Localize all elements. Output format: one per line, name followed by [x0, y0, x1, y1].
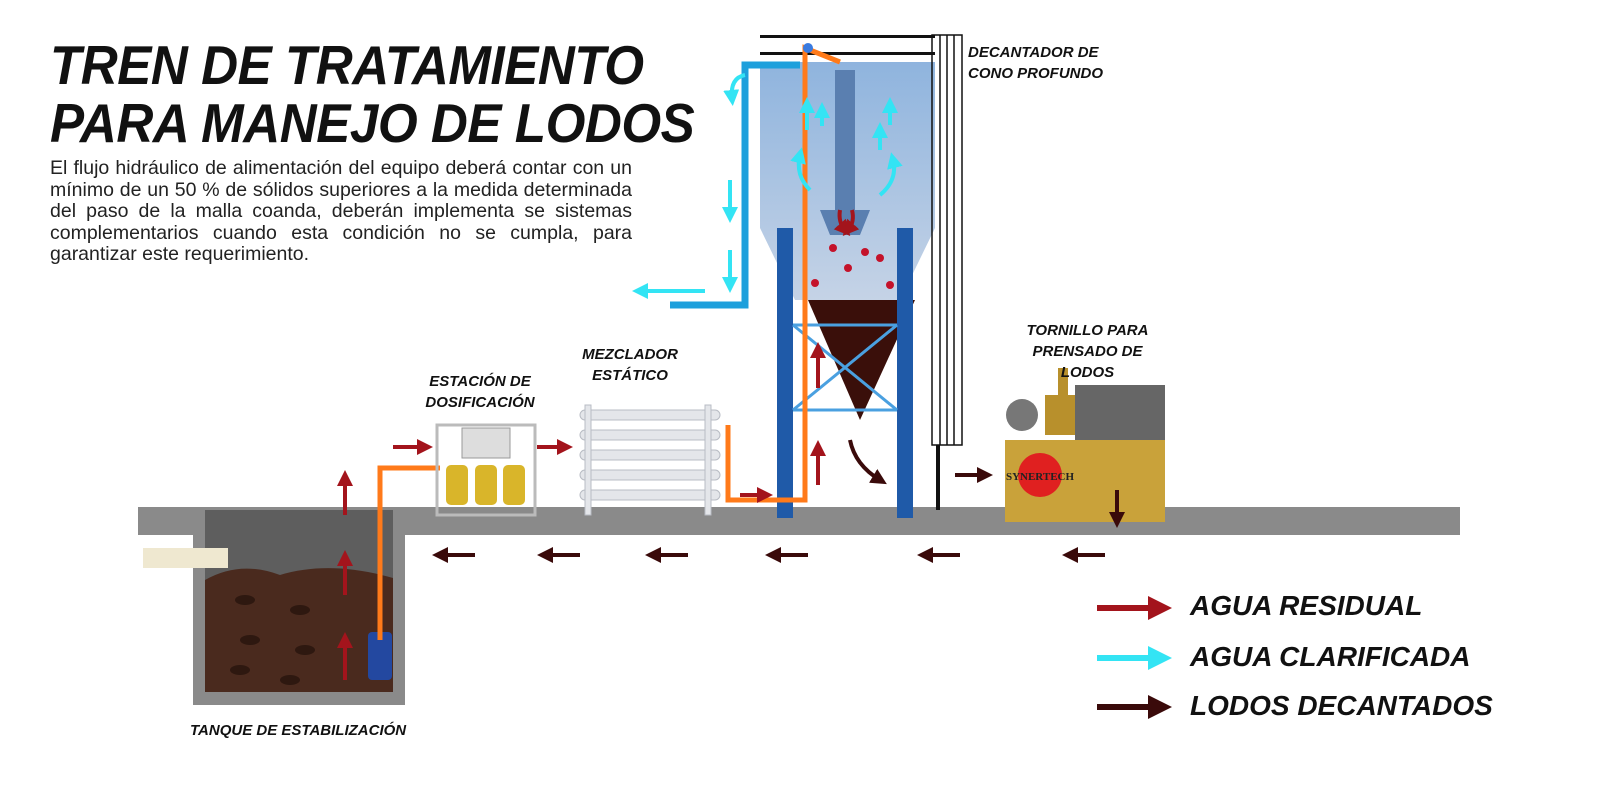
brand-logo: SYNERTECH: [1006, 471, 1075, 483]
clarified-water-pipe: [670, 61, 800, 309]
legend-lodos-decantados: LODOS DECANTADOS: [1190, 690, 1493, 721]
description: El flujo hidráulico de alimentación del …: [50, 157, 632, 265]
label-decantador: DECANTADOR DE CONO PROFUNDO: [968, 42, 1103, 84]
label-line: DECANTADOR DE: [968, 44, 1099, 61]
label-line: MEZCLADOR: [582, 346, 678, 363]
label-tornillo: TORNILLO PARA PRENSADO DE LODOS: [1005, 320, 1170, 383]
legend-agua-residual: AGUA RESIDUAL: [1190, 590, 1423, 621]
label-line: CONO PROFUNDO: [968, 65, 1103, 82]
label-dosificacion: ESTACIÓN DE DOSIFICACIÓN: [410, 371, 550, 413]
flow-arrows: [337, 73, 1125, 680]
legend-agua-clarificada: AGUA CLARIFICADA: [1190, 641, 1471, 672]
label-tanque: TANQUE DE ESTABILIZACIÓN: [190, 722, 407, 739]
label-line: ESTACIÓN DE: [429, 373, 531, 390]
feed-pipe-1: [377, 465, 440, 640]
label-mezclador: MEZCLADOR ESTÁTICO: [580, 344, 680, 386]
feed-pipe-2: [725, 44, 841, 503]
ladder-cage: [931, 34, 963, 510]
static-mixer: [579, 404, 721, 516]
label-line: ESTÁTICO: [592, 367, 668, 384]
inlet-pipe: [143, 548, 228, 568]
label-line: PRENSADO DE LODOS: [1032, 343, 1143, 381]
page-title: TREN DE TRATAMIENTO PARA MANEJO DE LODOS: [50, 34, 695, 154]
dosing-station: [435, 423, 537, 517]
screw-press: SYNERTECH: [1005, 368, 1165, 522]
title-line-1: TREN DE TRATAMIENTO: [50, 34, 644, 96]
deep-cone-settler: [760, 34, 963, 518]
label-line: DOSIFICACIÓN: [425, 394, 535, 411]
title-line-2: PARA MANEJO DE LODOS: [50, 92, 695, 154]
legend-arrows: [1097, 596, 1172, 719]
ground: [138, 507, 1460, 705]
label-line: TORNILLO PARA: [1026, 322, 1149, 339]
pump: [368, 632, 392, 680]
